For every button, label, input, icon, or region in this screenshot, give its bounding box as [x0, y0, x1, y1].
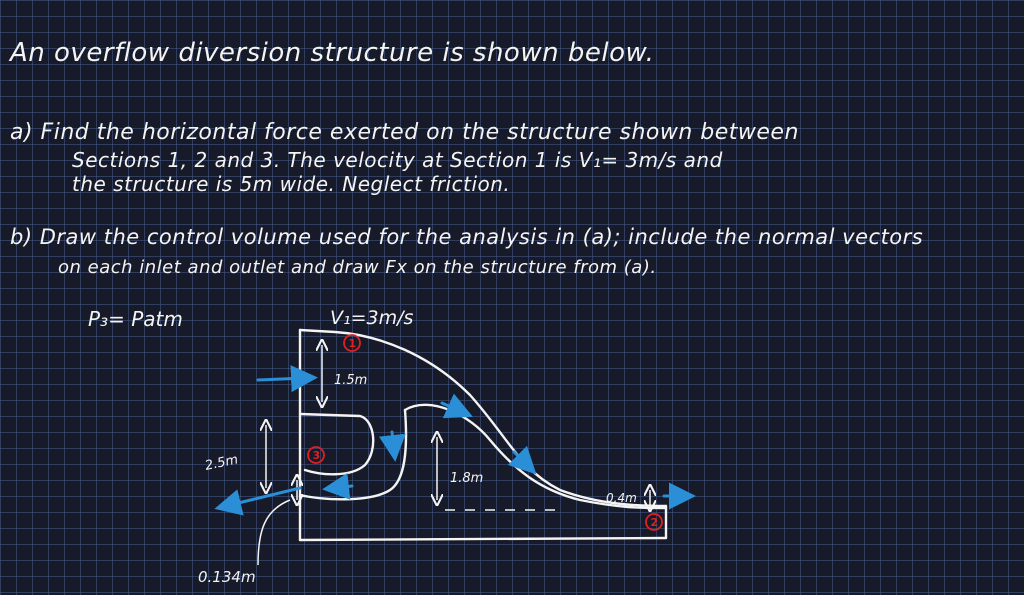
svg-text:2: 2 — [651, 516, 659, 529]
opening-label: 0.134m — [198, 568, 256, 586]
spillway-surface — [298, 328, 668, 508]
slope-flow-arrow — [507, 445, 537, 475]
depth2-label: 0.4m — [606, 491, 637, 505]
section-marker-1: 1 — [343, 334, 361, 352]
v1-label: V₁=3m/s — [330, 307, 414, 329]
part-a-line-1: a) Find the horizontal force exerted on … — [10, 120, 799, 145]
svg-text:3: 3 — [313, 449, 321, 462]
svg-text:1: 1 — [349, 337, 357, 350]
p3-label: P₃= Patm — [88, 307, 183, 331]
dimension-markers — [257, 345, 650, 566]
bottom-line — [298, 536, 668, 542]
loop-flow-arrow — [378, 430, 406, 462]
height-label: 2.5m — [204, 452, 240, 474]
diversion-outflow-arrow — [214, 486, 302, 516]
part-a-line-2: Sections 1, 2 and 3. The velocity at Sec… — [72, 148, 723, 172]
depth1-label: 1.5m — [334, 373, 367, 388]
part-b-line-1: b) Draw the control volume used for the … — [10, 225, 924, 249]
section-marker-3: 3 — [307, 446, 325, 464]
crest-flow-arrow — [440, 393, 473, 419]
flow-arrows — [214, 365, 696, 516]
depth-mid-label: 1.8m — [450, 471, 483, 486]
opening-leader — [257, 499, 291, 566]
structure-outline — [298, 328, 668, 542]
return-flow-arrow — [322, 472, 354, 500]
part-a-line-3: the structure is 5m wide. Neglect fricti… — [72, 172, 511, 196]
section-marker-2: 2 — [645, 513, 663, 531]
problem-title: An overflow diversion structure is shown… — [10, 38, 655, 68]
inflow-arrow — [256, 365, 318, 393]
part-b-line-2: on each inlet and outlet and draw Fx on … — [58, 257, 657, 278]
